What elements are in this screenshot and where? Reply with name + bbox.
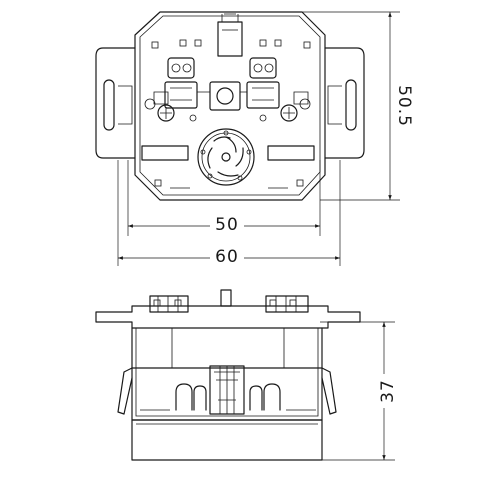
dim-outer-width: 60 — [117, 160, 341, 268]
dim-label-37: 37 — [378, 379, 398, 403]
bottom-slots — [154, 179, 304, 189]
terminal-left — [164, 57, 198, 109]
dim-inner-width: 50 — [127, 160, 321, 236]
left-mounting-claw — [95, 47, 136, 159]
centre-rosette-icon — [197, 128, 255, 186]
dim-label-50-5: 50.5 — [394, 85, 414, 127]
right-claw-slot — [345, 79, 357, 131]
left-claw-slot — [103, 79, 115, 131]
side-terminal-right — [265, 295, 309, 313]
socket-body-inner — [139, 15, 321, 196]
right-mounting-claw — [324, 47, 365, 159]
side-terminal-left — [149, 295, 189, 313]
right-spring-clip — [321, 367, 337, 415]
left-spring-clip — [117, 367, 133, 415]
earth-pin — [220, 289, 232, 307]
centre-earth-assembly — [209, 365, 245, 415]
window-left — [141, 145, 189, 161]
mounting-flange — [95, 305, 361, 329]
screw-right — [280, 98, 311, 122]
dim-label-60: 60 — [215, 247, 239, 267]
screw-left — [144, 98, 175, 122]
socket-body-outline — [134, 11, 326, 201]
centre-block — [209, 81, 241, 111]
side-base — [131, 419, 323, 461]
earth-clip — [217, 21, 243, 57]
top-view — [95, 11, 365, 201]
dim-depth-side: 37 — [320, 321, 398, 461]
top-slots — [151, 39, 311, 49]
dim-label-50: 50 — [215, 215, 239, 235]
window-right — [267, 145, 315, 161]
side-view — [95, 289, 361, 461]
contact-springs-left — [175, 383, 207, 411]
terminal-right — [246, 57, 280, 109]
dim-height-top: 50.5 — [300, 11, 414, 201]
contact-springs-right — [249, 383, 281, 411]
